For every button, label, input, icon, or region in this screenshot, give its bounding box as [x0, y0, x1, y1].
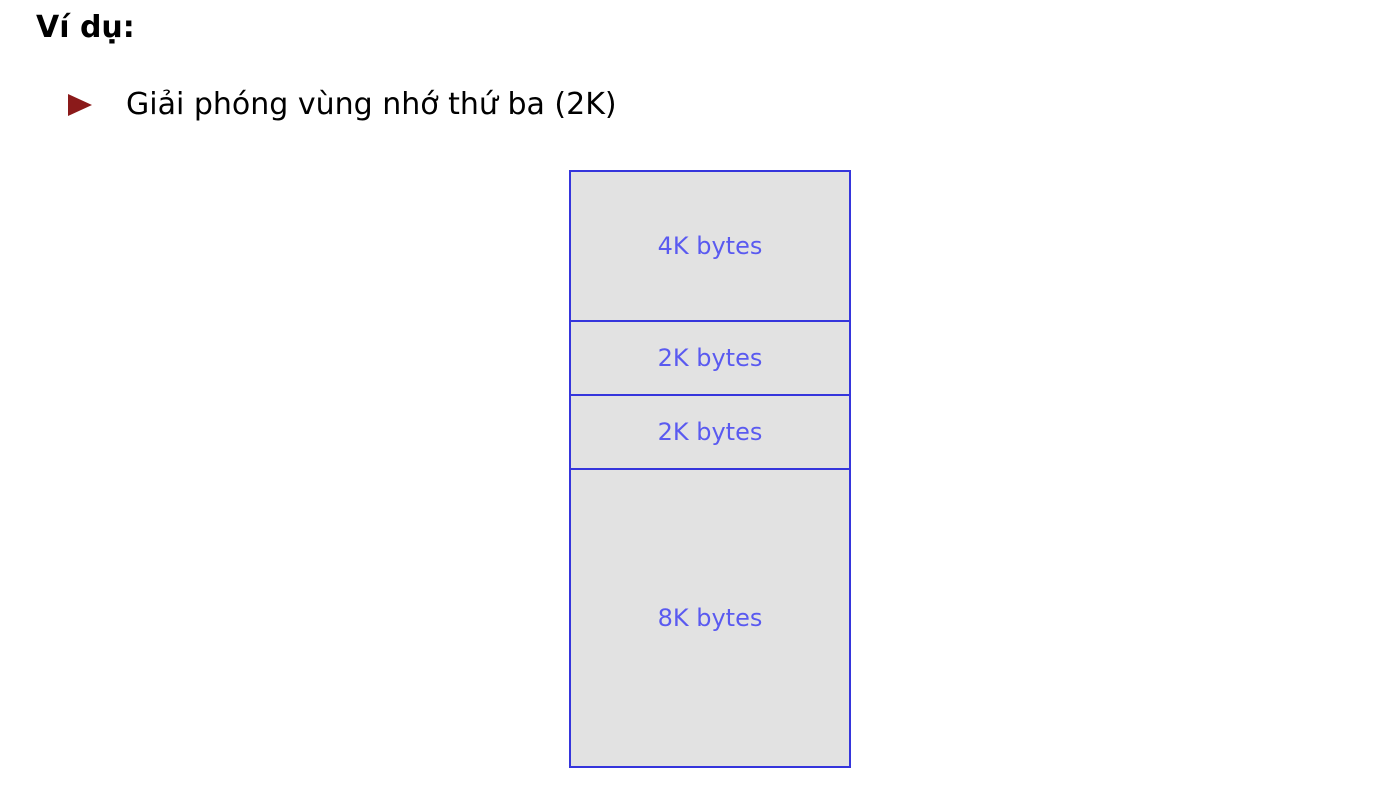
memory-block-2-label: 2K bytes [657, 344, 763, 372]
triangle-bullet-icon [68, 94, 92, 116]
memory-block-4-label: 8K bytes [657, 604, 763, 632]
memory-block-1: 4K bytes [571, 172, 849, 320]
memory-diagram: 4K bytes 2K bytes 2K bytes 8K bytes [569, 170, 851, 768]
slide-heading: Ví dụ: [36, 10, 135, 45]
bullet-item: Giải phóng vùng nhớ thứ ba (2K) [68, 80, 617, 130]
memory-block-3: 2K bytes [571, 394, 849, 468]
memory-block-4: 8K bytes [571, 468, 849, 766]
memory-block-2: 2K bytes [571, 320, 849, 394]
memory-block-3-label: 2K bytes [657, 418, 763, 446]
bullet-text: Giải phóng vùng nhớ thứ ba (2K) [126, 87, 617, 122]
memory-block-1-label: 4K bytes [657, 232, 763, 260]
